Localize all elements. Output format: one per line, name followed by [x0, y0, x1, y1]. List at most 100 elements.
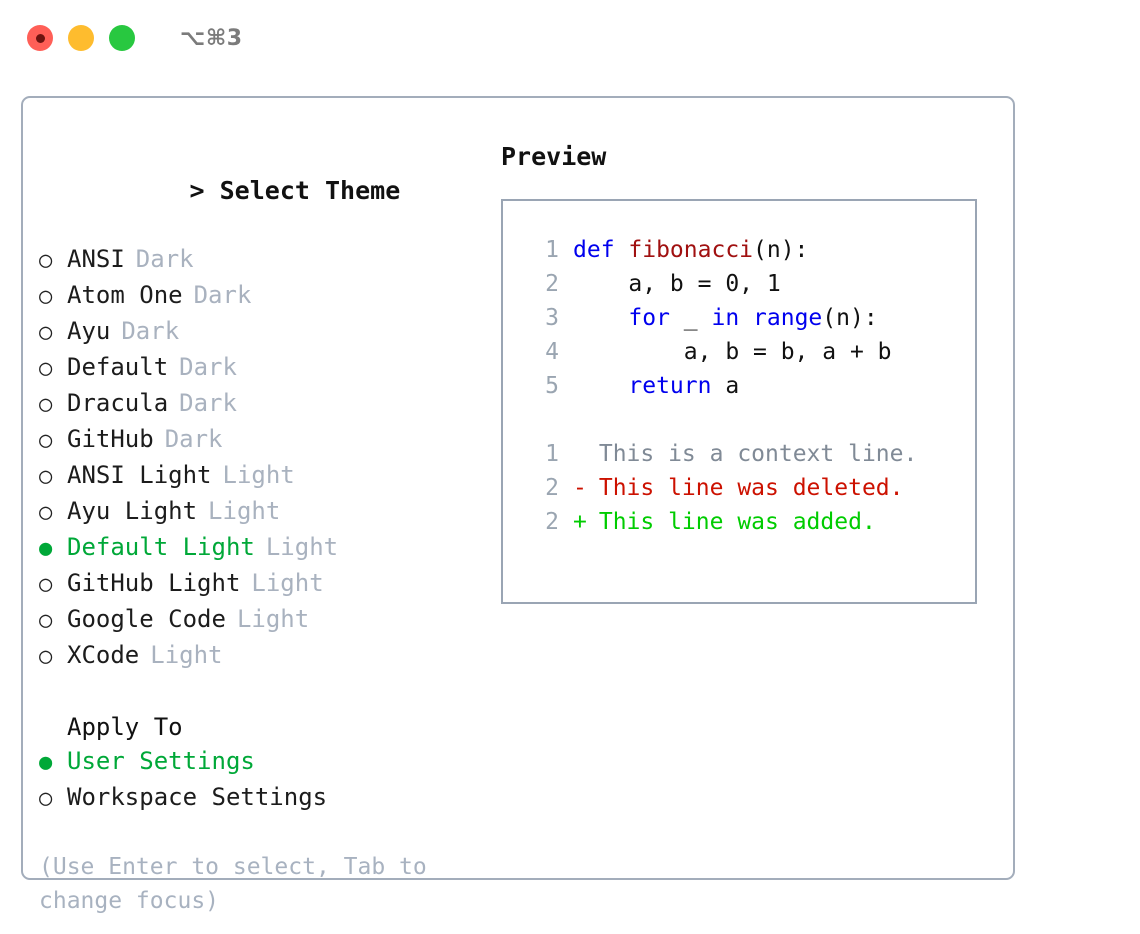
code-text: return a — [573, 369, 739, 403]
code-text: for _ in range(n): — [573, 301, 878, 335]
code-line: 3 for _ in range(n): — [523, 301, 975, 335]
code-line: 5 return a — [523, 369, 975, 403]
close-button[interactable] — [27, 25, 53, 51]
theme-option-label: Atom One — [67, 281, 183, 309]
diff-line-ctx: 1 This is a context line. — [523, 437, 975, 471]
diff-sample: 1 This is a context line. 2 - This line wa… — [523, 437, 975, 539]
diff-line-del: 2 - This line was deleted. — [523, 471, 975, 505]
radio-unselected-icon: ○ — [39, 572, 53, 597]
apply-to-option-label: Workspace Settings — [67, 783, 328, 811]
diff-text: - This line was deleted. — [573, 471, 904, 505]
code-line: 1 def fibonacci(n): — [523, 233, 975, 267]
code-token-fn: fibonacci — [628, 237, 754, 263]
theme-option-ayu-light[interactable]: ○ Ayu Light Light — [39, 494, 509, 530]
theme-variant-badge: Light — [265, 533, 339, 561]
radio-unselected-icon: ○ — [39, 500, 53, 525]
theme-variant-badge: Light — [150, 641, 223, 669]
theme-option-xcode[interactable]: ○ XCode Light — [39, 638, 509, 674]
radio-unselected-icon: ○ — [39, 786, 53, 811]
maximize-button[interactable] — [109, 25, 135, 51]
preview-heading: Preview — [501, 142, 607, 171]
theme-variant-badge: Light — [236, 605, 310, 633]
code-token-kw: in — [711, 305, 740, 331]
code-text: a, b = 0, 1 — [573, 267, 781, 301]
apply-to-heading: Apply To — [67, 713, 183, 741]
code-token-kw: return — [628, 373, 712, 399]
theme-option-label: ANSI — [67, 245, 125, 273]
keyboard-hint-text: (Use Enter to select, Tab to change focu… — [39, 854, 441, 914]
spacer — [523, 403, 975, 437]
radio-selected-icon: ● — [39, 536, 53, 561]
diff-text: + This line was added. — [573, 505, 876, 539]
line-number: 5 — [545, 373, 559, 399]
code-text: def fibonacci(n): — [573, 233, 808, 267]
line-number: 1 — [545, 237, 559, 263]
apply-to-option-user-settings[interactable]: ●User Settings — [39, 744, 509, 780]
diff-text: This is a context line. — [573, 437, 918, 471]
theme-variant-badge: Dark — [179, 353, 237, 381]
line-number: 3 — [545, 305, 559, 331]
diff-sign: + — [573, 509, 587, 535]
theme-option-label: XCode — [67, 641, 140, 669]
code-token-plain: (n): — [753, 237, 809, 263]
code-token-plain: a, b = 0, 1 — [573, 271, 781, 297]
select-theme-label: Select Theme — [219, 176, 401, 205]
theme-option-label: Dracula — [67, 389, 169, 417]
line-number: 2 — [545, 475, 559, 501]
diff-sign — [573, 437, 585, 471]
code-token-plain: a, b = b, a + b — [573, 339, 892, 365]
radio-unselected-icon: ○ — [39, 248, 53, 273]
theme-option-label: Default — [67, 353, 169, 381]
apply-to-option-workspace-settings[interactable]: ○ Workspace Settings — [39, 780, 509, 816]
theme-option-default-light[interactable]: ● Default Light Light — [39, 530, 509, 566]
diff-line-text: This line was deleted. — [585, 475, 904, 501]
minimize-button[interactable] — [68, 25, 94, 51]
theme-option-label: ANSI Light — [67, 461, 212, 489]
apply-to-section: Apply To ●User Settings ○ Workspace Settin… — [39, 710, 509, 816]
radio-unselected-icon: ○ — [39, 464, 53, 489]
line-number: 2 — [545, 271, 559, 297]
radio-unselected-icon: ○ — [39, 284, 53, 309]
theme-variant-badge: Light — [251, 569, 324, 597]
theme-option-label: Ayu — [67, 317, 111, 345]
theme-option-label: Default Light — [67, 533, 255, 561]
code-line: 4 a, b = b, a + b — [523, 335, 975, 369]
theme-variant-badge: Dark — [164, 425, 223, 453]
code-token-plain: (n): — [822, 305, 878, 331]
code-line: 2 a, b = 0, 1 — [523, 267, 975, 301]
diff-line-add: 2 + This line was added. — [523, 505, 975, 539]
code-text: a, b = b, a + b — [573, 335, 892, 369]
radio-unselected-icon: ○ — [39, 428, 53, 453]
theme-option-label: Google Code — [67, 605, 226, 633]
radio-unselected-icon: ○ — [39, 644, 53, 669]
radio-unselected-icon: ○ — [39, 392, 53, 417]
theme-option-default[interactable]: ○ Default Dark — [39, 350, 509, 386]
code-token-plain — [573, 305, 628, 331]
diff-line-text: This line was added. — [585, 509, 876, 535]
titlebar: ⌥⌘3 — [0, 0, 1140, 76]
radio-unselected-icon: ○ — [39, 320, 53, 345]
apply-to-option-list[interactable]: ●User Settings ○ Workspace Settings — [39, 744, 509, 816]
code-token-plain: _ — [669, 305, 712, 331]
line-number: 2 — [545, 509, 559, 535]
radio-unselected-icon: ○ — [39, 356, 53, 381]
code-token-kw: def — [573, 237, 629, 263]
theme-option-label: Ayu Light — [67, 497, 198, 525]
theme-variant-badge: Light — [208, 497, 281, 525]
line-number: 4 — [545, 339, 559, 365]
radio-selected-icon: ● — [39, 750, 53, 775]
focus-caret: > — [189, 176, 220, 205]
